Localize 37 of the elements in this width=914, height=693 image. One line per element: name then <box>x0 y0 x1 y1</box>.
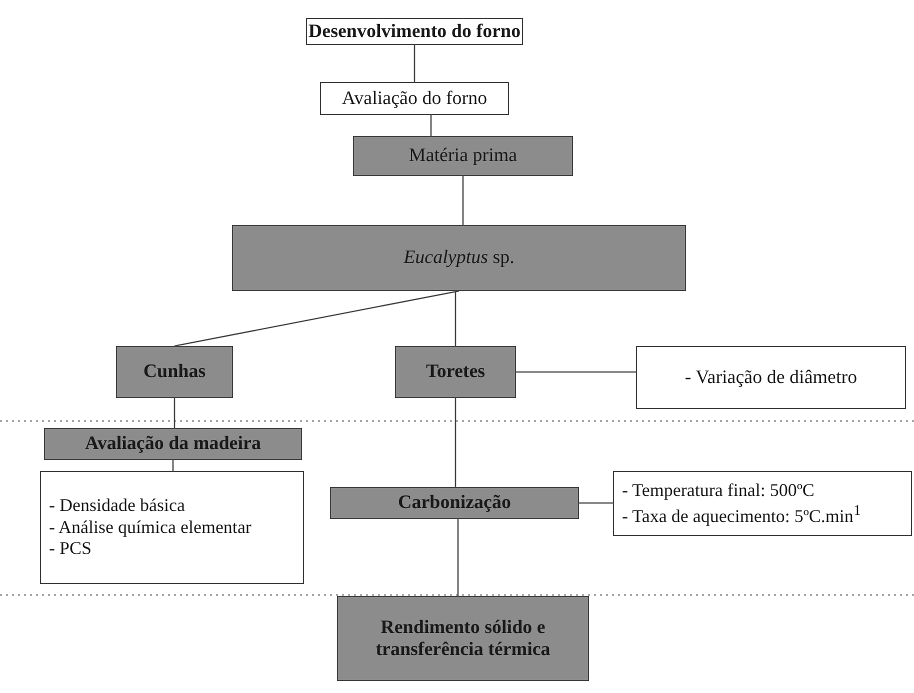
process-box <box>395 346 516 398</box>
list-item: - Taxa de aquecimento: 5ºC.min$^{1}$ <box>622 502 861 528</box>
node-label: Avaliação da madeira <box>85 433 261 455</box>
process-box <box>116 346 233 398</box>
connector-line <box>174 290 460 347</box>
node-label: Carbonização <box>398 492 511 514</box>
connector-line <box>579 502 613 504</box>
connector-line <box>454 398 456 487</box>
process-box <box>232 225 686 291</box>
list-item: - Análise química elementar <box>49 516 252 538</box>
connector-line <box>172 460 174 471</box>
node-label: Desenvolvimento do forno <box>308 20 521 42</box>
list-box <box>40 471 304 584</box>
process-box <box>44 428 302 460</box>
node-label: - Variação de diâmetro <box>684 366 858 388</box>
connector-line <box>516 371 636 373</box>
node-label: Matéria prima <box>408 145 518 167</box>
node-label: Rendimento sólido e transferência térmica <box>374 616 552 660</box>
node-label: Toretes <box>426 361 486 383</box>
text-box <box>320 82 509 115</box>
connector-line <box>174 398 176 428</box>
connector-line <box>454 291 456 346</box>
process-box <box>353 136 573 176</box>
process-box <box>330 487 579 519</box>
connector-line <box>462 176 464 225</box>
list-item: - Densidade básica <box>49 495 185 517</box>
connector-line <box>457 519 459 596</box>
connector-line <box>430 115 432 136</box>
text-box <box>636 346 906 409</box>
process-box <box>337 596 589 681</box>
node-label: Avaliação do forno <box>342 88 488 110</box>
list-box <box>613 471 912 536</box>
list-item: - Temperatura final: 500ºC <box>622 480 814 502</box>
node-label: Eucalyptus sp. <box>404 247 514 269</box>
list-item: - PCS <box>49 538 92 560</box>
connector-line <box>414 45 416 82</box>
node-label: Cunhas <box>143 361 206 383</box>
